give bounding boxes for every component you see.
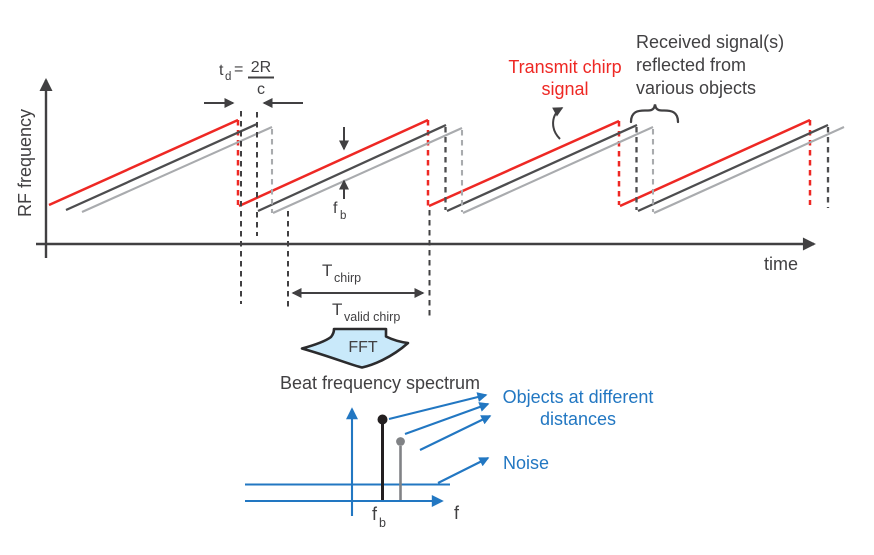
transmit-chirp-2 xyxy=(238,118,429,208)
noise-label: Noise xyxy=(503,453,549,473)
t-valid-var: T xyxy=(332,300,342,319)
noise-arrow xyxy=(437,457,490,484)
received-brace xyxy=(629,104,680,124)
chirp-plot-axes: RF frequency time xyxy=(15,78,816,274)
x-axis-label: time xyxy=(764,254,798,274)
delay-sub: d xyxy=(225,71,231,83)
t-chirp-var: T xyxy=(322,261,332,280)
chirp-period-annotation: T chirp T valid chirp xyxy=(291,261,425,324)
transmit-pointer-arrow xyxy=(552,107,564,140)
received-near-1 xyxy=(65,122,258,212)
signal-labels: Transmit chirp signal Received signal(s)… xyxy=(508,32,784,140)
fft-block: FFT xyxy=(300,327,410,369)
spectrum-title: Beat frequency spectrum xyxy=(280,373,480,393)
objects-label-line2: distances xyxy=(540,409,616,429)
fft-arrow-shape xyxy=(300,327,410,369)
delay-denominator: c xyxy=(257,81,265,98)
delay-equals: = xyxy=(234,61,243,78)
guide-lines xyxy=(240,111,431,318)
spectrum-peak-1-dot xyxy=(377,414,388,425)
received-far-2 xyxy=(272,127,463,214)
spectrum-peak-2-dot xyxy=(396,437,405,446)
beat-sub: b xyxy=(340,210,346,222)
delay-annotation: t d = 2R c xyxy=(204,59,303,108)
objects-label-line1: Objects at different xyxy=(503,387,654,407)
received-near-4 xyxy=(637,123,829,213)
received-far-4 xyxy=(653,126,845,214)
transmit-chirp-lines xyxy=(48,118,812,208)
transmit-chirp-1 xyxy=(48,118,239,207)
received-label-line2: reflected from xyxy=(636,55,746,75)
received-near-2 xyxy=(257,123,447,213)
fft-label: FFT xyxy=(348,339,378,356)
delay-numerator: 2R xyxy=(251,59,271,76)
t-valid-sub: valid chirp xyxy=(344,310,400,324)
t-chirp-sub: chirp xyxy=(334,271,361,285)
beat-var: f xyxy=(333,200,338,217)
spectrum-peak-var: f xyxy=(372,504,378,524)
spectrum-x-label: f xyxy=(454,503,460,523)
beat-frequency-annotation: f b xyxy=(333,127,349,222)
objects-arrow-1 xyxy=(388,392,488,421)
objects-arrow-3 xyxy=(419,415,492,451)
beat-spectrum: Beat frequency spectrum f b f Objects at… xyxy=(245,373,653,530)
received-near-3 xyxy=(446,123,638,213)
received-chirp-far-lines xyxy=(81,126,845,214)
received-far-3 xyxy=(462,126,654,214)
transmit-chirp-3 xyxy=(428,119,620,208)
delay-var: t xyxy=(219,62,224,79)
transmit-chirp-4 xyxy=(619,118,811,208)
received-label-line1: Received signal(s) xyxy=(636,32,784,52)
y-axis-label: RF frequency xyxy=(15,109,35,217)
received-chirp-near-lines xyxy=(65,122,830,213)
objects-arrow-2 xyxy=(404,402,490,435)
received-label-line3: various objects xyxy=(636,78,756,98)
received-far-1 xyxy=(81,126,273,213)
spectrum-peak-sub: b xyxy=(379,516,386,530)
transmit-label-line1: Transmit chirp xyxy=(508,57,621,77)
transmit-label-line2: signal xyxy=(541,79,588,99)
